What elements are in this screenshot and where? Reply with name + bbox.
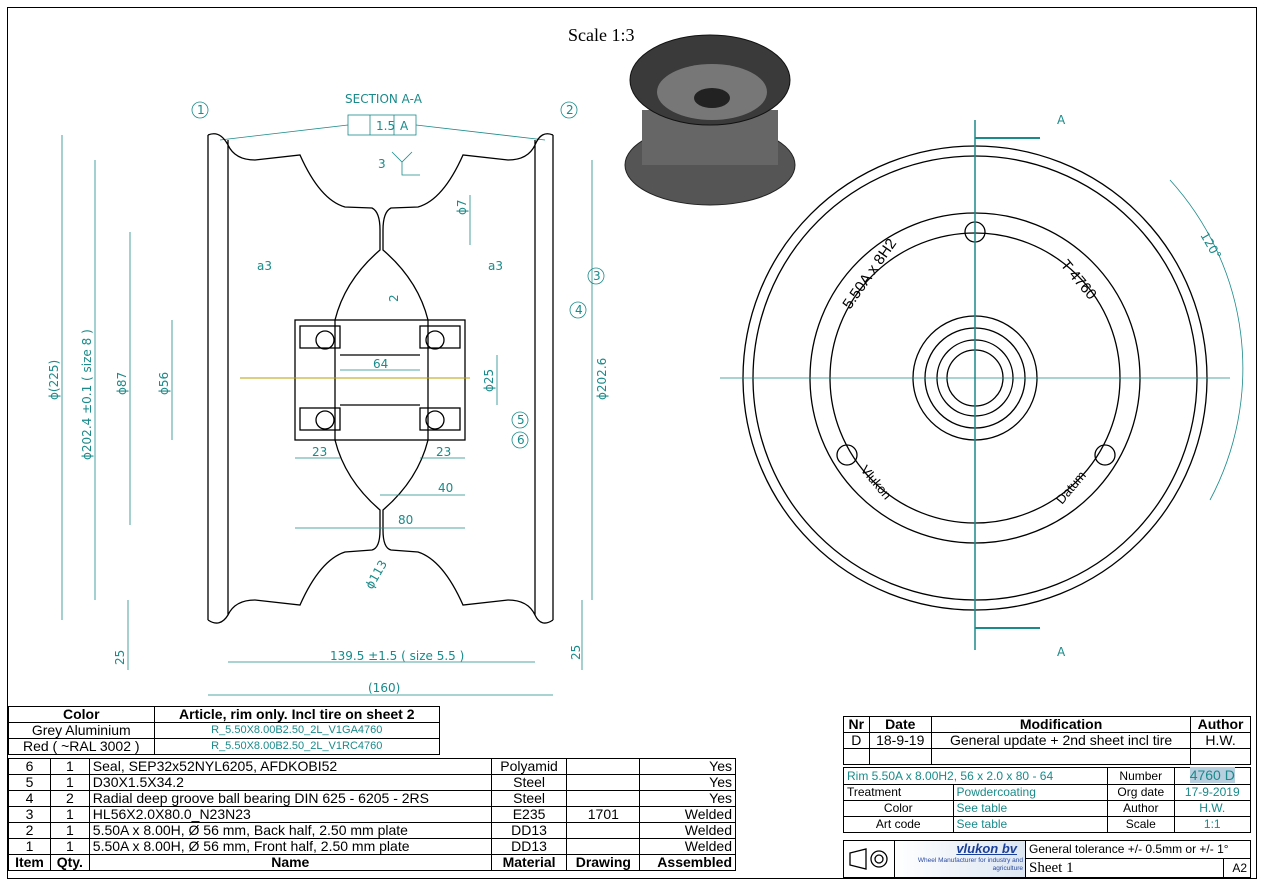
- tolerance-frame: 1.5 A: [219, 114, 546, 141]
- weld-a3-right: a3: [488, 259, 503, 273]
- weld-a3-left: a3: [257, 259, 272, 273]
- balloon-4: 4: [575, 303, 583, 317]
- datum-reference: A: [400, 119, 409, 133]
- dim-40: 40: [438, 481, 453, 495]
- cut-label-bottom: A: [1057, 645, 1066, 659]
- balloon-3: 3: [593, 269, 601, 283]
- dim-d7: ϕ7: [455, 199, 469, 215]
- drawing-frame: [7, 7, 1257, 879]
- balloon-6: 6: [517, 433, 525, 447]
- dim-d2026: ϕ202.6: [595, 358, 609, 400]
- company-tagline: Wheel Manufacturer for industry and agri…: [917, 857, 1023, 872]
- dim-25-right: 25: [569, 645, 583, 660]
- company-name: vlukon bv: [956, 841, 1017, 856]
- item-balloons: 1 2 3 4 5 6: [191, 101, 605, 449]
- dim-d2024: ϕ202.4 ±0.1 ( size 8 ): [80, 329, 94, 460]
- drawing-number: 4760 D: [1189, 767, 1235, 783]
- table-row: Red ( ~RAL 3002 )R_5.50X8.00B2.50_2L_V1R…: [8, 738, 441, 755]
- tolerance-value: 1.5: [376, 119, 395, 133]
- dim-d87: ϕ87: [115, 372, 129, 395]
- company-logo: vlukon bv Wheel Manufacturer for industr…: [895, 841, 1026, 877]
- balloon-1: 1: [197, 103, 205, 117]
- section-title: SECTION A-A: [345, 92, 423, 106]
- dim-25-left: 25: [113, 650, 127, 665]
- sheet-label: Sheet 1: [1026, 859, 1224, 877]
- dim-23-left: 23: [312, 445, 327, 459]
- dim-t2: 2: [387, 294, 401, 302]
- datum-mark: Datum: [1053, 468, 1089, 507]
- title-footer: vlukon bv Wheel Manufacturer for industr…: [843, 840, 1251, 878]
- dim-d113: ϕ113: [362, 558, 390, 592]
- general-tolerance: General tolerance +/- 0.5mm or +/- 1°: [1026, 841, 1250, 859]
- dim-d25: ϕ25: [482, 369, 496, 392]
- dim-139-5: 139.5 ±1.5 ( size 5.5 ): [330, 649, 464, 663]
- rim-3d-render: [624, 34, 796, 206]
- scale-label: Scale 1:3: [568, 25, 634, 45]
- dimension-lines: [61, 135, 593, 696]
- balloon-2: 2: [566, 103, 574, 117]
- dim-d56: ϕ56: [157, 372, 171, 395]
- brand-mark: Vlukon: [858, 462, 895, 502]
- dim-23-right: 23: [436, 445, 451, 459]
- rim-mark: 5.50A x 8H2: [839, 236, 900, 313]
- projection-symbol-icon: [844, 841, 895, 877]
- dimension-labels: ϕ(225) ϕ202.4 ±0.1 ( size 8 ) ϕ87 ϕ56 ϕ2…: [47, 199, 609, 695]
- paper-size: A2: [1232, 861, 1247, 875]
- weld-symbol: 3: [378, 157, 386, 171]
- dim-80: 80: [398, 513, 413, 527]
- weld-icon: [391, 151, 420, 176]
- rim-front-view: A A 5.50A x 8H2 T 4760 120° Vlukon Datum: [720, 113, 1244, 659]
- dim-160: (160): [368, 681, 400, 695]
- cut-label-top: A: [1057, 113, 1066, 127]
- rim-section-profile: [207, 133, 554, 624]
- dim-d225: ϕ(225): [47, 360, 61, 400]
- dim-64: 64: [373, 357, 388, 371]
- balloon-5: 5: [517, 413, 525, 427]
